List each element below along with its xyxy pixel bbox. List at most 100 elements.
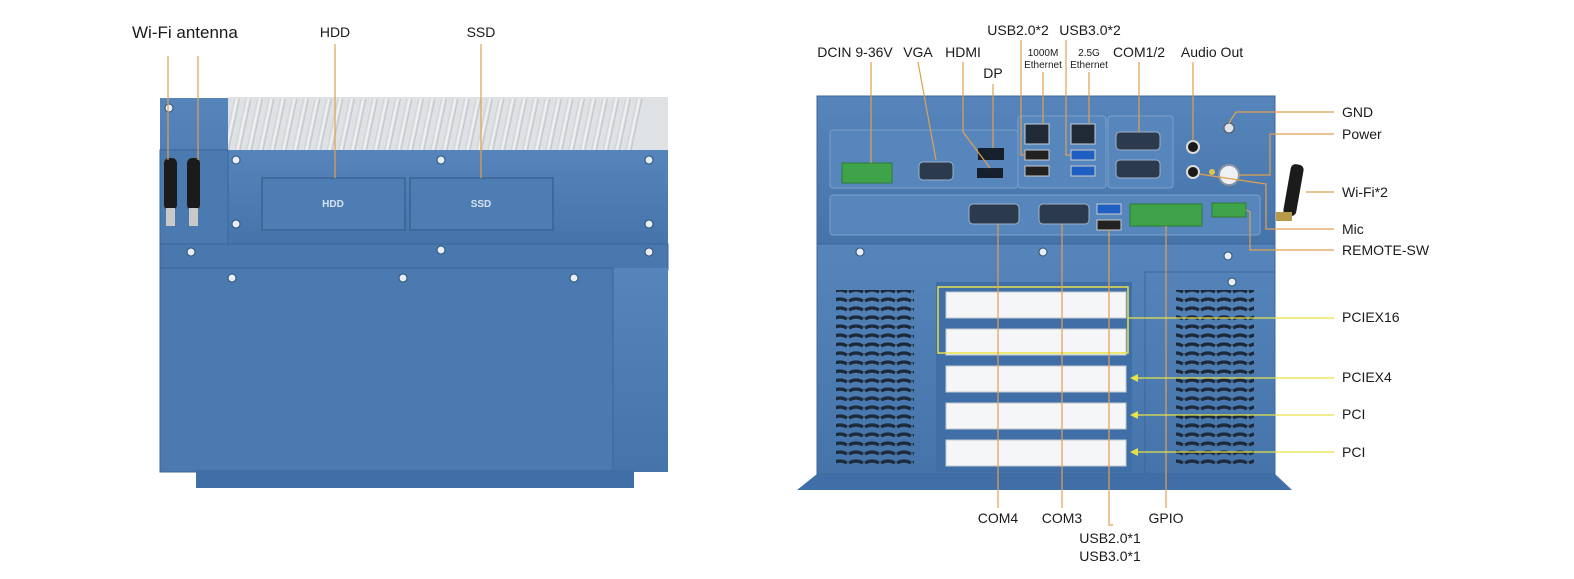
heatsink-fin [567, 99, 585, 151]
vga-port [918, 161, 954, 181]
power-button [1218, 164, 1240, 186]
label-wifi2: Wi-Fi*2 [1342, 184, 1388, 200]
screw [164, 103, 174, 113]
wifi-antenna-side [1276, 164, 1304, 221]
heatsink-fin [521, 99, 539, 151]
com1-port [1115, 131, 1161, 151]
heatsink-fin [360, 99, 378, 151]
heatsink-fin [475, 99, 493, 151]
screw [227, 273, 237, 283]
gnd-terminal [1223, 122, 1235, 134]
left-chassis-view: HDD SSD [159, 97, 669, 488]
heatsink-fin [257, 99, 275, 151]
heatsink-fin [510, 99, 528, 151]
heatsink-fin [498, 99, 516, 151]
slot-cover [945, 365, 1127, 393]
left-lower-panel [159, 267, 614, 473]
slot-cover [945, 439, 1127, 467]
heatsink-fin [625, 99, 643, 151]
label-wifi-antenna: Wi-Fi antenna [132, 23, 238, 42]
arrow [1130, 411, 1138, 419]
heatsink-fin [452, 99, 470, 151]
label-pciex16: PCIEX16 [1342, 309, 1400, 325]
heatsink-fin [613, 99, 631, 151]
heatsink-fin [602, 99, 620, 151]
screw [1038, 247, 1048, 257]
heatsink-fin [464, 99, 482, 151]
pcie-arrows [1130, 374, 1138, 456]
screw [231, 155, 241, 165]
heatsink-fin [280, 99, 298, 151]
screw [186, 247, 196, 257]
hdd-bay: HDD [261, 177, 406, 231]
heatsink-fin [487, 99, 505, 151]
pcie-leaders [1128, 317, 1334, 453]
screw [436, 245, 446, 255]
label-gnd: GND [1342, 104, 1373, 120]
leader-gnd [1228, 111, 1334, 124]
usb2-port [1024, 165, 1050, 177]
label-eth2-type: Ethernet [1070, 60, 1108, 71]
label-hdd: HDD [320, 24, 350, 40]
heatsink-fin [406, 99, 424, 151]
vent-left [836, 290, 914, 465]
label-dcin: DCIN 9-36V [817, 44, 893, 60]
leader-usb2 [1020, 40, 1025, 156]
heatsink-fin [544, 99, 562, 151]
label-pciex4: PCIEX4 [1342, 369, 1392, 385]
com3-port [1038, 203, 1090, 225]
ssd-bay: SSD [409, 177, 554, 231]
lan-port-2 [1070, 123, 1096, 145]
label-ssd: SSD [467, 24, 496, 40]
heatsink-fin [590, 99, 608, 151]
label-usb3: USB3.0*2 [1059, 22, 1121, 38]
slot-cover [945, 291, 1127, 319]
label-gpio: GPIO [1148, 510, 1183, 526]
label-remote-sw: REMOTE-SW [1342, 242, 1430, 258]
label-audio-out: Audio Out [1181, 44, 1243, 60]
label-mic: Mic [1342, 221, 1364, 237]
heatsink-fins [199, 97, 668, 152]
label-pci-2: PCI [1342, 444, 1365, 460]
heatsink-fin [556, 99, 574, 151]
label-pci-1: PCI [1342, 406, 1365, 422]
heatsink-fin [314, 99, 332, 151]
label-usb-front-2: USB2.0*1 [1079, 530, 1141, 546]
heatsink-fin [234, 99, 252, 151]
label-com4: COM4 [978, 510, 1019, 526]
heatsink-fin [395, 99, 413, 151]
screw [644, 247, 654, 257]
label-dp: DP [983, 65, 1002, 81]
screw [569, 273, 579, 283]
heatsink-fin [579, 99, 597, 151]
left-foot [196, 470, 634, 488]
remote-led [1209, 169, 1215, 175]
leader-usb-front [1108, 230, 1113, 526]
label-eth2-speed: 2.5G [1078, 48, 1100, 59]
label-hdmi: HDMI [945, 44, 981, 60]
leader-remote [1245, 209, 1334, 251]
usb2-port [1024, 149, 1050, 161]
leader-mic [1198, 173, 1334, 230]
screw [855, 247, 865, 257]
heatsink-fin [429, 99, 447, 151]
wifi-antenna-right [187, 158, 200, 226]
screw [644, 155, 654, 165]
usb3-port [1070, 149, 1096, 161]
label-eth1-speed: 1000M [1028, 48, 1059, 59]
screw [644, 219, 654, 229]
heatsink-fin [372, 99, 390, 151]
dp-port [978, 148, 1004, 160]
label-vga: VGA [903, 44, 933, 60]
usb2-front [1096, 219, 1122, 231]
heatsink-fin [383, 99, 401, 151]
lan-port-1 [1024, 123, 1050, 145]
slot-cover [945, 402, 1127, 430]
label-com3: COM3 [1042, 510, 1083, 526]
left-leaders [167, 44, 482, 178]
arrow [1130, 448, 1138, 456]
leader-hdmi [962, 62, 991, 169]
gpio-header [1129, 203, 1203, 227]
hdmi-port [977, 168, 1003, 178]
